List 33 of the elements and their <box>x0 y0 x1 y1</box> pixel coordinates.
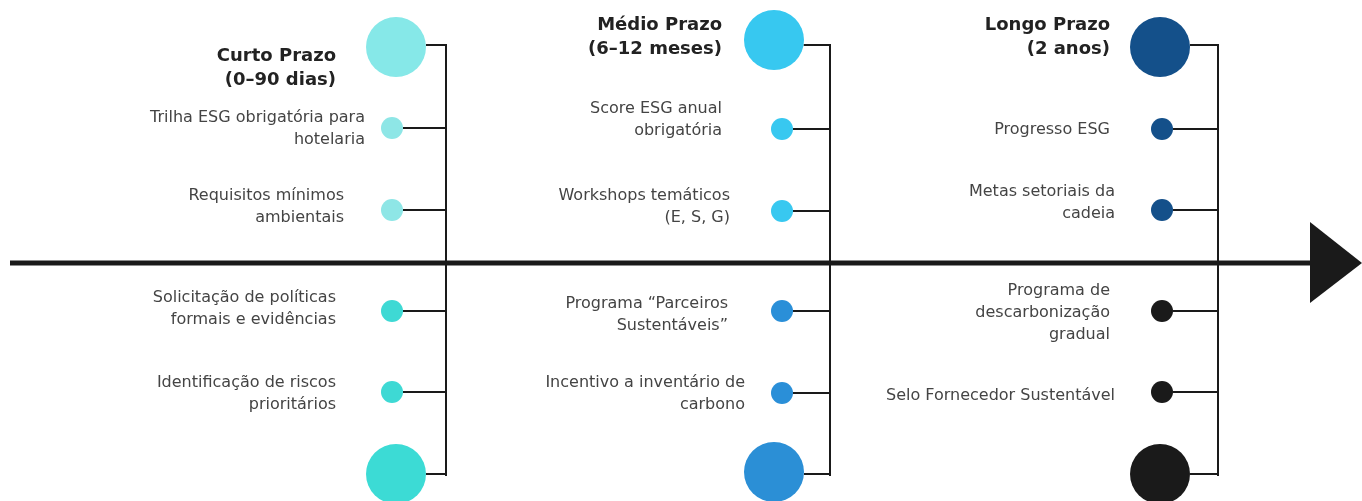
action-label: Programa de descarbonização gradual <box>974 279 1110 345</box>
connector-line <box>425 473 446 475</box>
connector-line <box>792 310 830 312</box>
phase-heading: Longo Prazo (2 anos) <box>983 12 1110 60</box>
action-label: Solicitação de políticas formais e evidências <box>151 286 336 330</box>
connector-line <box>1172 128 1218 130</box>
action-label: Trilha ESG obrigatória para hotelaria <box>149 106 365 150</box>
action-label: Requisitos mínimos ambientais <box>187 184 344 228</box>
connector-line <box>802 473 830 475</box>
action-label: Incentivo a inventário de carbono <box>545 371 745 415</box>
connector-line <box>802 44 830 46</box>
connector-line <box>792 392 830 394</box>
phase-heading: Curto Prazo (0–90 dias) <box>215 43 336 91</box>
connector-line <box>402 391 446 393</box>
action-label: Progresso ESG <box>993 118 1110 140</box>
connector-line <box>424 44 446 46</box>
phase-heading: Médio Prazo (6–12 meses) <box>587 12 722 60</box>
action-label: Identificação de riscos prioritários <box>155 371 336 415</box>
connector-line <box>792 210 830 212</box>
connector-line <box>792 128 830 130</box>
connector-line <box>1172 310 1218 312</box>
connector-line <box>1172 209 1218 211</box>
action-label: Selo Fornecedor Sustentável <box>885 384 1115 406</box>
connector-line <box>402 209 446 211</box>
action-label: Metas setoriais da cadeia <box>967 180 1115 224</box>
action-label: Score ESG anual obrigatória <box>589 97 722 141</box>
connector-line <box>1172 391 1218 393</box>
connector-line <box>402 127 446 129</box>
action-label: Workshops temáticos (E, S, G) <box>557 184 730 228</box>
connector-line <box>1189 473 1218 475</box>
connector-line <box>1188 44 1218 46</box>
action-label: Programa “Parceiros Sustentáveis” <box>564 292 728 336</box>
connector-line <box>402 310 446 312</box>
